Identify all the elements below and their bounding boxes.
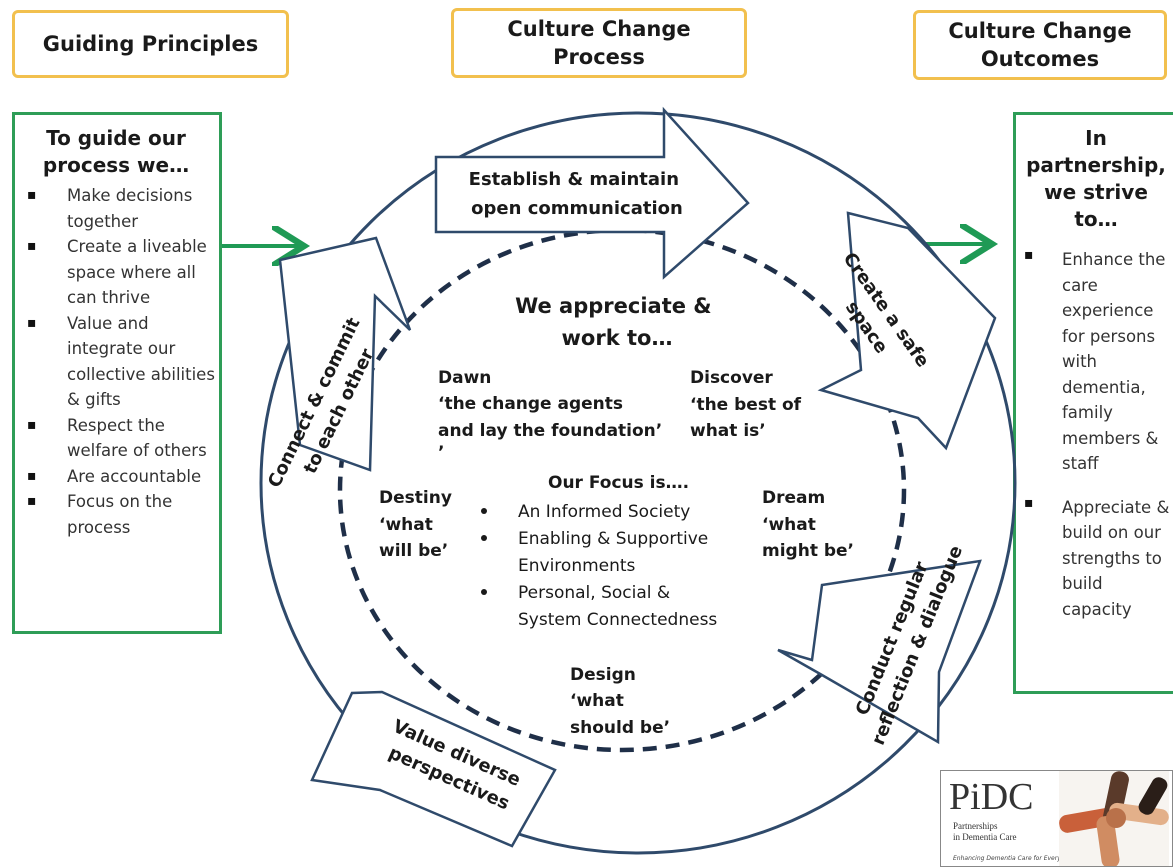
list-item: Are accountable [17,464,215,490]
culture-change-process-header: Culture Change Process [451,8,747,78]
appreciate-heading: We appreciate & work to… [515,294,719,350]
focus-bullet [481,535,487,541]
focus-item-connectedness: Personal, Social & System Connectedness [518,583,717,630]
reflection-block-arrow [777,559,982,745]
list-item: Make decisions together [17,183,215,234]
focus-title: Our Focus is…. [548,473,689,493]
list-item: Value and integrate our collective abili… [17,311,215,413]
list-item: Enhance the care experience for persons … [1024,243,1172,477]
culture-change-outcomes-header: Culture Change Outcomes [913,10,1167,80]
guiding-principles-panel: To guide our process we… Make decisions … [12,112,222,634]
hands-image [1059,771,1169,866]
discover-label: Discover ‘the best of what is’ [690,368,807,441]
destiny-label: Destiny ‘what will be’ [379,488,458,561]
focus-bullet [481,508,487,514]
value-block-arrow [310,690,557,848]
logo-line2: in Dementia Care [953,832,1017,842]
dream-label: Dream ‘what might be’ [762,488,854,561]
list-item: Respect the welfare of others [17,413,215,464]
outcomes-list: Enhance the care experience for persons … [1024,243,1172,623]
outcomes-panel: In partnership, we strive to… Enhance th… [1013,112,1173,694]
logo-brand: PiDC [949,776,1034,818]
connect-block-arrow [278,236,412,472]
focus-item-informed-society: An Informed Society [518,502,690,522]
outer-cycle-circle [259,111,1017,855]
focus-bullet [481,589,487,595]
list-item: Appreciate & build on our strengths to b… [1024,491,1172,623]
left-panel-title: To guide our process we… [42,126,190,177]
safe-space-block-arrow [817,211,997,451]
guiding-principles-header: Guiding Principles [12,10,289,78]
focus-list: An Informed Society Enabling & Supportiv… [481,502,717,630]
guiding-principles-list: Make decisions together Create a liveabl… [17,183,215,540]
outcomes-header-line1: Culture Change [948,18,1132,43]
process-header-line1: Culture Change [507,16,691,41]
process-header-line2: Process [553,45,645,69]
logo-tagline: Enhancing Dementia Care for Everyone [953,855,1072,862]
list-item: Focus on the process [17,489,215,540]
logo-line1: Partnerships [953,821,998,831]
establish-label: Establish & maintain open communication [469,169,686,219]
right-panel-title: In partnership, we strive to… [1026,126,1166,231]
list-item: Create a liveable space where all can th… [17,234,215,311]
pidc-logo: PiDC Partnerships in Dementia Care Enhan… [940,770,1173,867]
outcomes-header-line2: Outcomes [980,47,1100,71]
establish-block-arrow [434,106,750,280]
design-label: Design ‘what should be’ [570,665,670,738]
dawn-label: Dawn ‘the change agents and lay the foun… [438,368,668,463]
focus-item-enabling-environments: Enabling & Supportive Environments [518,529,714,576]
